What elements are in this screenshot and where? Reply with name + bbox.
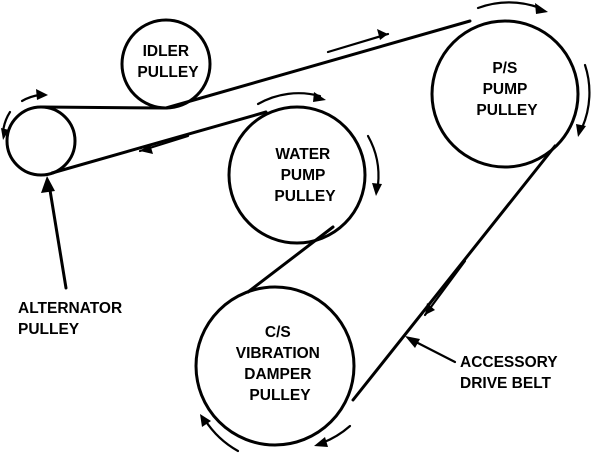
idler-pulley-label: IDLER PULLEY	[137, 43, 199, 81]
alternator-pulley	[5, 105, 77, 177]
water-pump-pulley-label: WATER PUMP PULLEY	[274, 146, 336, 205]
water-pump-pulley	[227, 105, 367, 245]
leader-arrows	[41, 176, 457, 364]
accessory-drive-belt-label: ACCESSORY DRIVE BELT	[460, 354, 562, 392]
ps-pump-pulley-label: P/S PUMP PULLEY	[476, 60, 538, 119]
ps-pump-pulley	[430, 19, 580, 169]
damper-pulley	[194, 285, 356, 447]
damper-pulley-label: C/S VIBRATION DAMPER PULLEY	[236, 324, 324, 404]
rotation-arrows	[1, 1, 591, 453]
belt-direction-arrows	[138, 29, 467, 317]
alternator-pulley-label: ALTERNATOR PULLEY	[18, 300, 127, 338]
accessory-drive-belt	[39, 19, 557, 402]
